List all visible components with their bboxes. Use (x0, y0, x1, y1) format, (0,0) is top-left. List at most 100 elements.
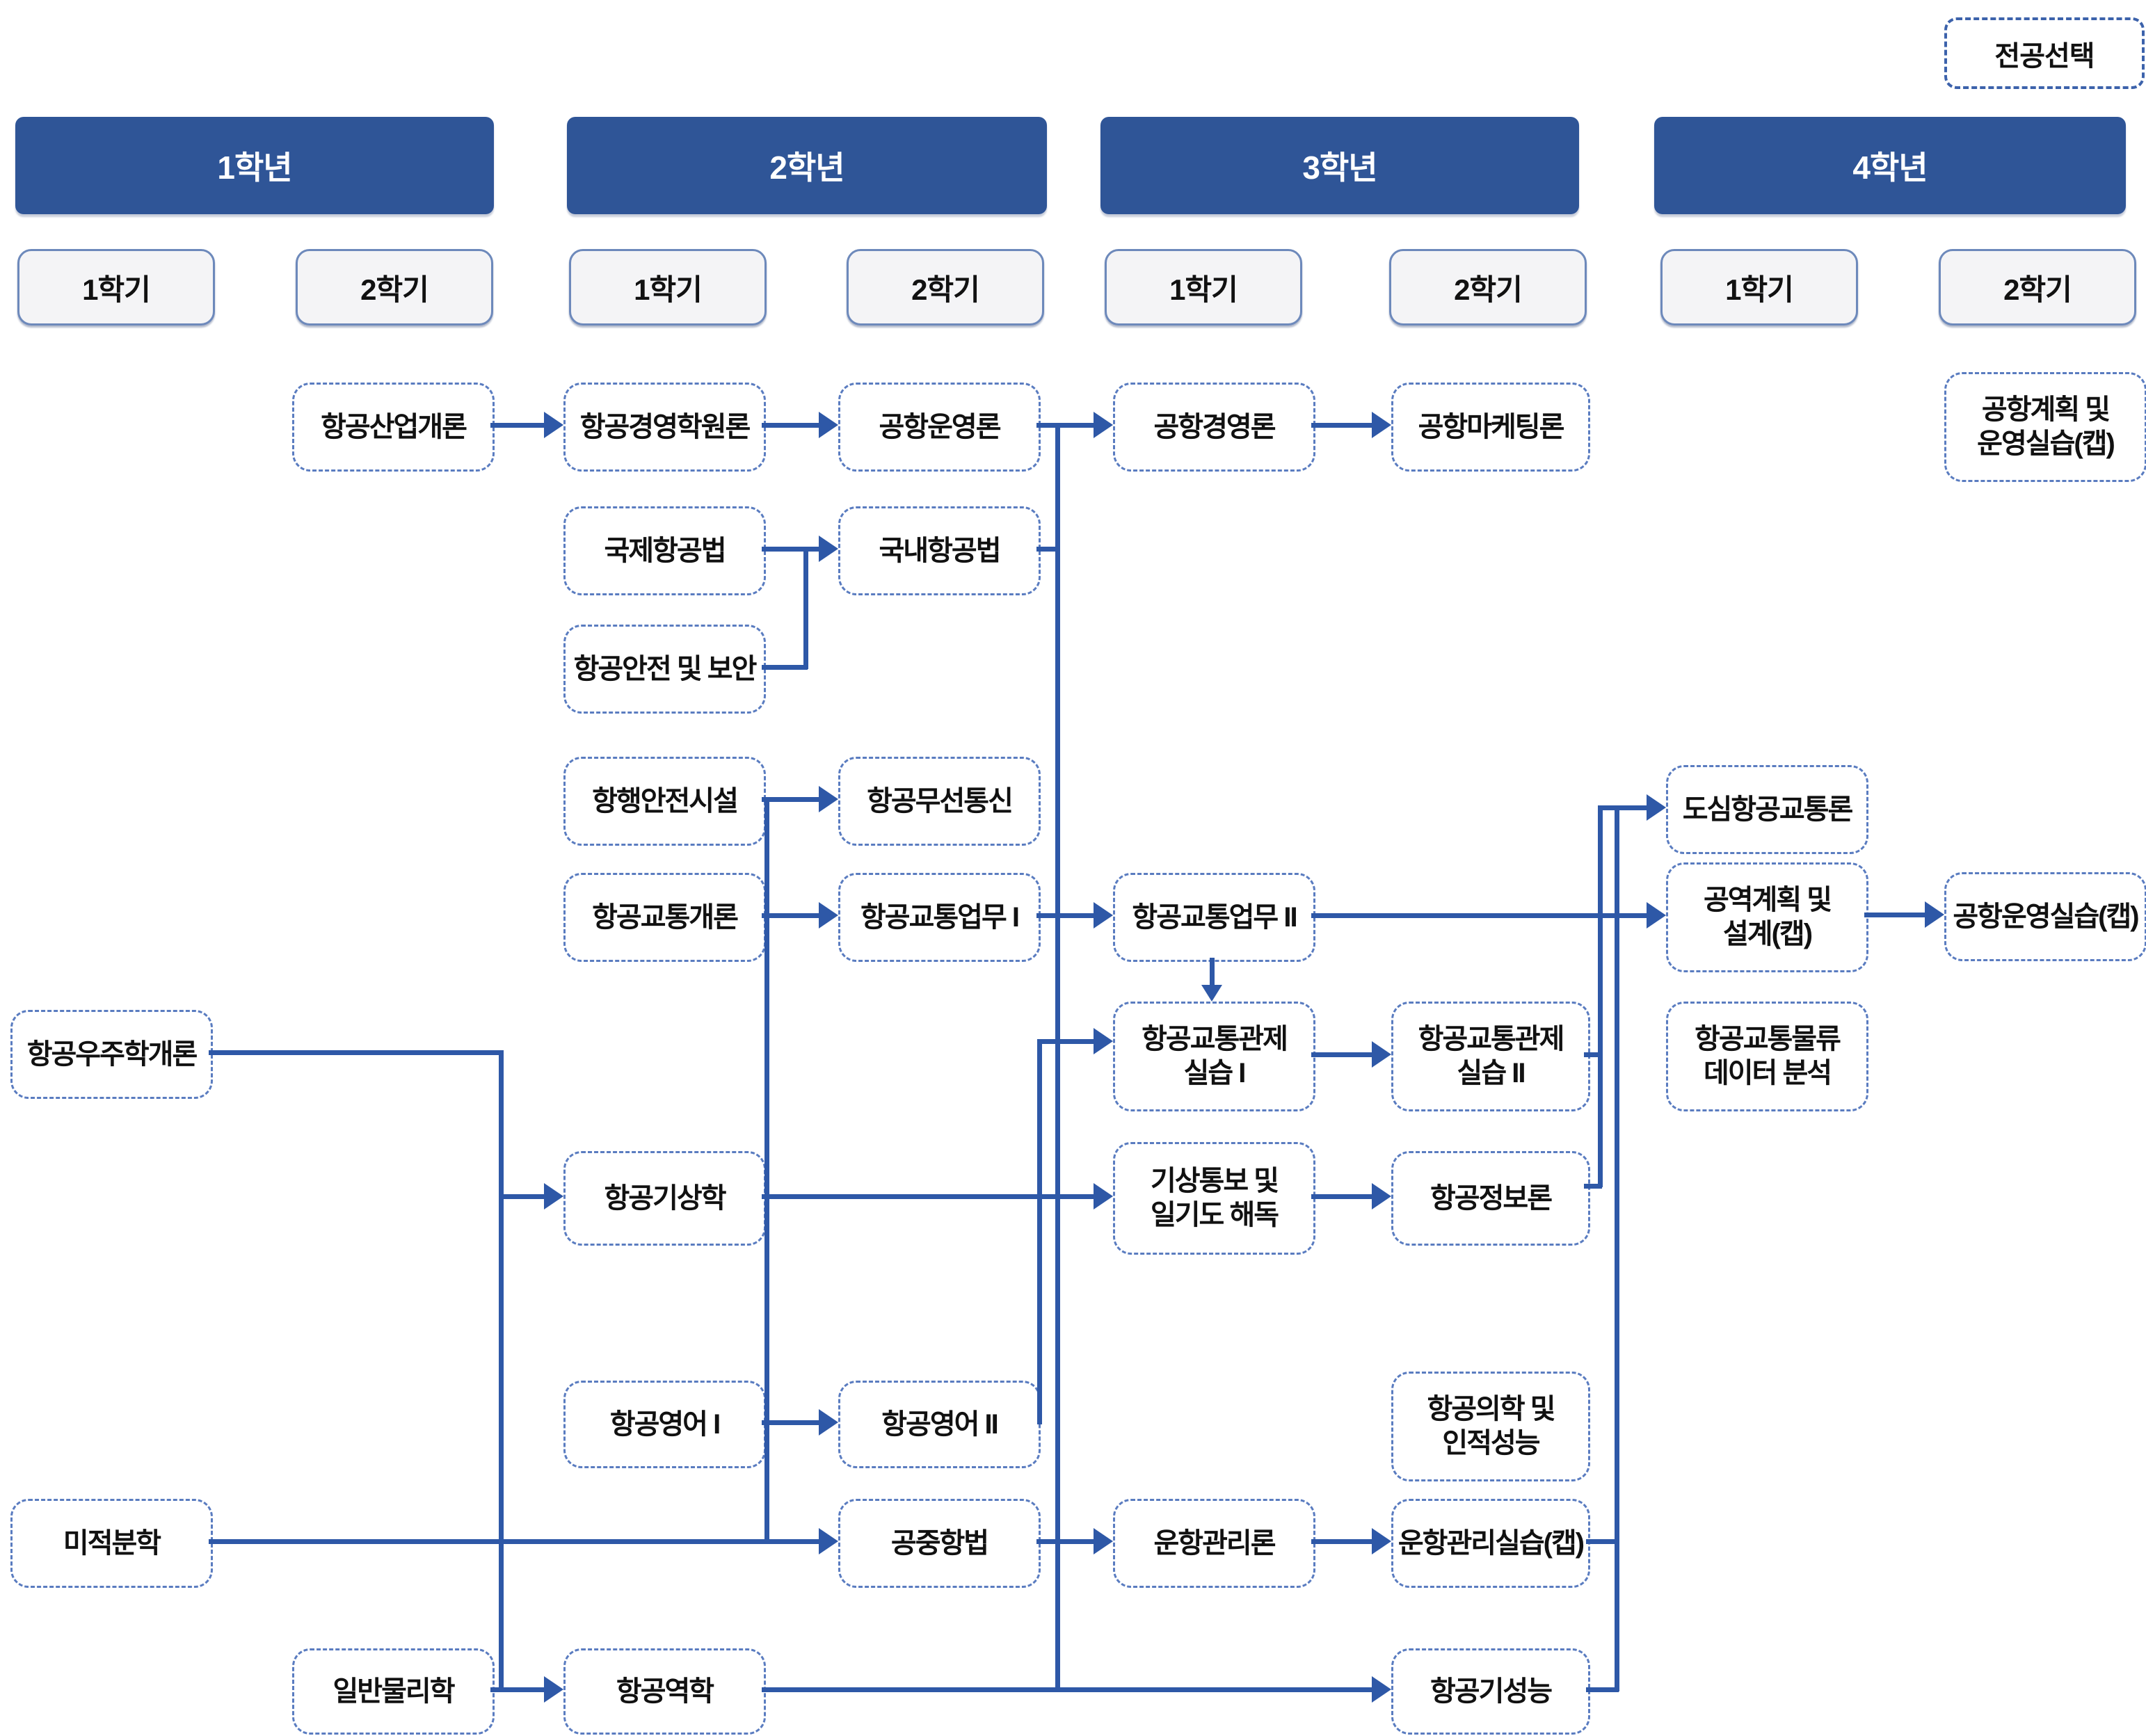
connector-line (209, 1539, 820, 1544)
connector-line (762, 797, 820, 802)
legend-major-elective: 전공선택 (1944, 17, 2145, 89)
connector-line (1311, 1194, 1373, 1199)
arrowhead-icon (1094, 902, 1113, 929)
semester-box-y2s2: 2학기 (847, 249, 1044, 326)
connector-line (1036, 423, 1095, 428)
arrowhead-icon (1201, 985, 1222, 1002)
year-bar-4: 4학년 (1654, 117, 2126, 214)
connector-line (1311, 423, 1373, 428)
connector-line (803, 547, 808, 669)
semester-box-y3s2: 2학기 (1389, 249, 1587, 326)
semester-box-y1s2: 2학기 (296, 249, 493, 326)
connector-line (1036, 547, 1059, 552)
course-box: 항행안전시설 (563, 757, 766, 846)
course-box: 운항관리론 (1113, 1499, 1315, 1588)
arrowhead-icon (819, 536, 838, 562)
course-box: 항공기성능 (1391, 1648, 1590, 1735)
course-box: 항공교통개론 (563, 873, 766, 962)
course-box: 항공역학 (563, 1648, 766, 1735)
year-bar-1: 1학년 (15, 117, 494, 214)
arrowhead-icon (819, 902, 838, 929)
connector-line (1598, 805, 1603, 1187)
connector-line (1584, 1052, 1602, 1057)
course-box: 항공교통관제 실습 II (1391, 1002, 1590, 1111)
connector-line (1584, 1184, 1602, 1189)
connector-line (499, 1050, 504, 1691)
connector-line (1210, 958, 1215, 986)
connector-line (490, 423, 545, 428)
connector-line (762, 665, 808, 670)
course-box: 항공교통업무 II (1113, 873, 1315, 962)
connector-line (762, 423, 820, 428)
arrowhead-icon (544, 412, 563, 438)
connector-line (1864, 913, 1926, 917)
course-box: 항공영어 II (838, 1381, 1041, 1468)
course-box: 공항계획 및 운영실습(캡) (1944, 372, 2146, 482)
course-box: 일반물리학 (292, 1648, 495, 1735)
course-box: 공항마케팅론 (1391, 383, 1590, 472)
arrowhead-icon (1372, 1041, 1391, 1068)
connector-line (1311, 1052, 1373, 1057)
course-box: 항공영어 I (563, 1381, 766, 1468)
connector-line (490, 1687, 545, 1692)
course-box: 공역계획 및 설계(캡) (1666, 862, 1868, 972)
course-box: 운항관리실습(캡) (1391, 1499, 1590, 1588)
course-box: 미적분학 (10, 1499, 213, 1588)
connector-line (1036, 1539, 1095, 1544)
course-box: 항공의학 및 인적성능 (1391, 1372, 1590, 1481)
connector-line (1615, 805, 1619, 1691)
connector-line (501, 1194, 545, 1199)
course-box: 공중항법 (838, 1499, 1041, 1588)
course-box: 항공안전 및 보안 (563, 625, 766, 714)
course-box: 항공산업개론 (292, 383, 495, 472)
arrowhead-icon (819, 1528, 838, 1554)
course-box: 항공교통관제 실습 I (1113, 1002, 1315, 1111)
connector-line (762, 1687, 1373, 1692)
course-box: 항공무선통신 (838, 757, 1041, 846)
arrowhead-icon (819, 786, 838, 812)
year-bar-2: 2학년 (567, 117, 1047, 214)
course-box: 항공우주학개론 (10, 1010, 213, 1099)
course-box: 항공경영학원론 (563, 383, 766, 472)
connector-line (762, 547, 820, 552)
course-box: 국제항공법 (563, 506, 766, 595)
year-bar-3: 3학년 (1100, 117, 1579, 214)
connector-line (1037, 1039, 1042, 1424)
connector-line (762, 1194, 1095, 1199)
course-box: 항공교통물류 데이터 분석 (1666, 1002, 1868, 1111)
arrowhead-icon (1372, 412, 1391, 438)
connector-line (1055, 423, 1060, 1691)
arrowhead-icon (819, 412, 838, 438)
course-box: 항공교통업무 I (838, 873, 1041, 962)
connector-line (1311, 1539, 1373, 1544)
connector-line (762, 1420, 820, 1425)
arrowhead-icon (1647, 902, 1666, 929)
course-box: 기상통보 및 일기도 해독 (1113, 1142, 1315, 1255)
course-box: 공항경영론 (1113, 383, 1315, 472)
semester-box-y4s1: 1학기 (1660, 249, 1858, 326)
arrowhead-icon (1094, 1183, 1113, 1209)
connector-line (1036, 913, 1095, 918)
connector-line (1311, 913, 1648, 918)
connector-line (762, 913, 820, 918)
arrowhead-icon (1372, 1183, 1391, 1209)
arrowhead-icon (1925, 901, 1944, 928)
arrowhead-icon (544, 1676, 563, 1703)
connector-line (1586, 1539, 1619, 1544)
semester-box-y3s1: 1학기 (1105, 249, 1302, 326)
arrowhead-icon (1094, 412, 1113, 438)
course-box: 항공기상학 (563, 1151, 766, 1246)
arrowhead-icon (1094, 1028, 1113, 1054)
arrowhead-icon (1094, 1528, 1113, 1554)
course-box: 도심항공교통론 (1666, 765, 1868, 854)
arrowhead-icon (819, 1409, 838, 1436)
course-box: 국내항공법 (838, 506, 1041, 595)
connector-line (209, 1050, 503, 1055)
arrowhead-icon (1372, 1676, 1391, 1703)
connector-line (1600, 805, 1648, 810)
connector-line (1586, 1687, 1619, 1692)
semester-box-y1s1: 1학기 (17, 249, 215, 326)
course-box: 공항운영론 (838, 383, 1041, 472)
semester-box-y2s1: 1학기 (569, 249, 767, 326)
course-box: 항공정보론 (1391, 1151, 1590, 1246)
